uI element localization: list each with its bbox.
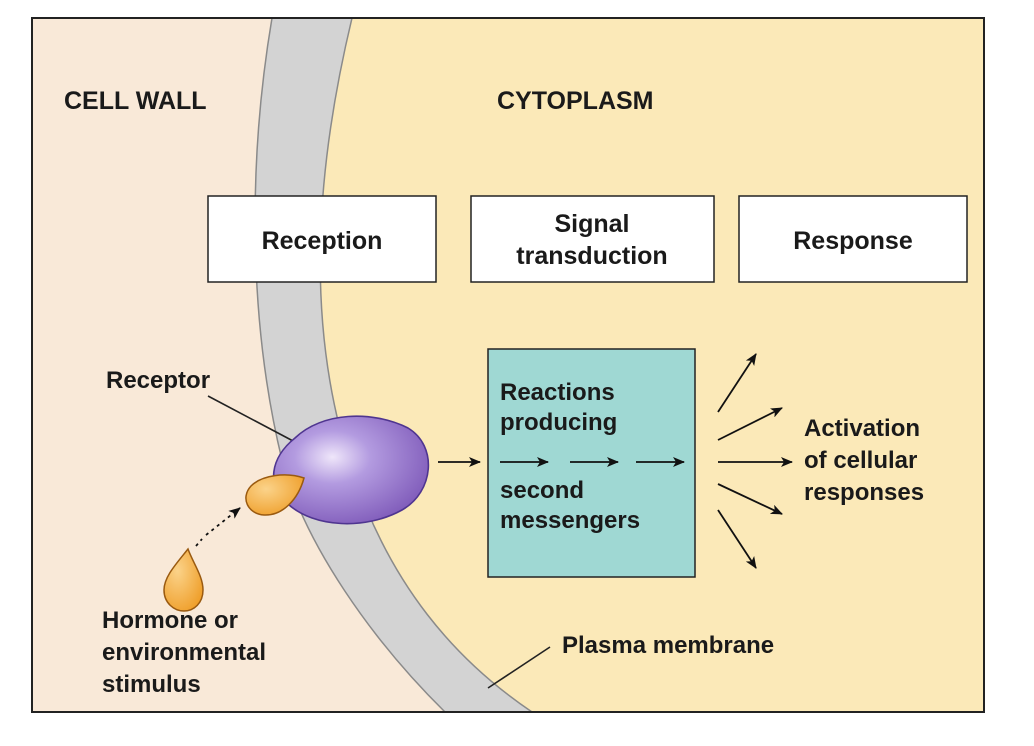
hormone-binding-arrow [195,538,203,547]
activation-label-line1: Activation [804,415,920,442]
response-arrow-1 [717,353,757,413]
response-arrow-2 [717,407,783,441]
receptor-label: Receptor [106,367,210,394]
bound-hormone [245,474,305,516]
hormone-label-line3: stimulus [102,671,201,698]
stage-reception: Reception [207,195,437,283]
reactions-label-line2: producing [500,409,617,436]
reactions-label-line4: messengers [500,507,640,534]
hormone-label-line1: Hormone or [102,607,238,634]
plasma-membrane-leader-line [487,646,551,689]
stage-response-label: Response [793,227,913,255]
response-arrow-5 [717,509,757,569]
diagram-frame [31,17,985,713]
free-hormone [163,547,204,612]
stage-reception-label: Reception [262,227,383,255]
stage-signal-label-line2: transduction [516,242,667,270]
cytoplasm-label: CYTOPLASM [497,87,654,115]
hormone-binding-arrow-head [205,507,241,536]
plasma-membrane-label: Plasma membrane [562,632,774,659]
second-messenger-reactions-box: Reactions producing second messengers [487,348,696,578]
hormone-label-line2: environmental [102,639,266,666]
stage-signal-label-line1: Signal [554,210,629,238]
reactions-label-line1: Reactions [500,379,615,406]
response-arrow-4 [717,483,783,515]
reactions-label-line3: second [500,477,584,504]
stage-response: Response [738,195,968,283]
cell-wall-label: CELL WALL [64,87,207,115]
activation-label-line3: responses [804,479,924,506]
stage-signal-transduction: Signal transduction [470,195,715,283]
activation-label-line2: of cellular [804,447,917,474]
